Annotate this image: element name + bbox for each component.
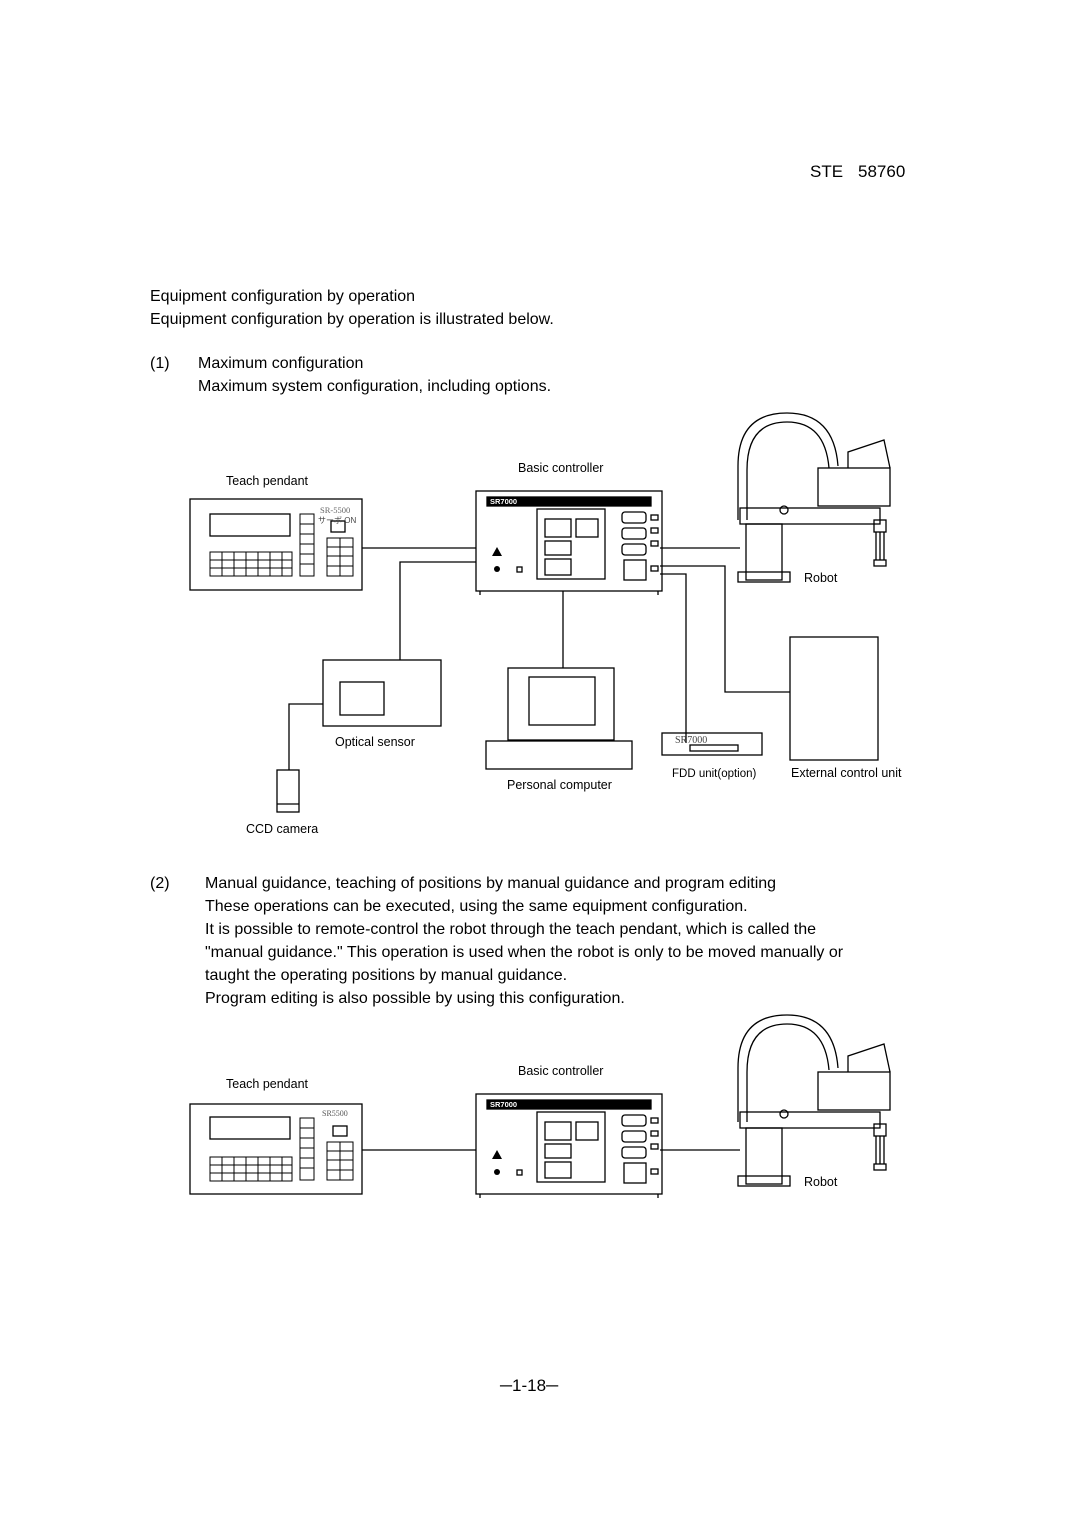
item2-line-3: "manual guidance." This operation is use… [205,944,844,961]
item2-line-5: Program editing is also possible by usin… [205,990,625,1007]
item1-description: Maximum system configuration, including … [198,378,552,395]
teach-pendant-label: Teach pendant [226,474,309,488]
tp-model-text-2: SR5500 [322,1109,348,1118]
optical-sensor-label: Optical sensor [335,735,415,749]
basic-controller-label-2: Basic controller [518,1064,604,1078]
sensor-camera-cable [288,703,323,770]
ccd-camera-label: CCD camera [246,822,319,836]
basic-controller-label: Basic controller [518,461,604,475]
robot-device-2 [737,1014,891,1187]
controller-external-cable [660,565,790,693]
fdd-unit-label: FDD unit(option) [672,768,757,780]
item2-title: Manual guidance, teaching of positions b… [205,875,777,892]
tp-servo-text: サーボ ON [318,516,356,525]
teach-pendant-device-1 [189,498,363,591]
teach-pendant-label-2: Teach pendant [226,1077,309,1091]
page-number: ─1-18─ [500,1376,558,1396]
item1-title: Maximum configuration [198,355,364,372]
section-intro: Equipment configuration by operation is … [150,311,554,328]
fdd-unit-device [661,732,763,756]
teach-pendant-device-2 [189,1103,363,1195]
item2-line-2: It is possible to remote-control the rob… [205,921,817,938]
controller-badge-text-1: SR7000 [490,497,517,506]
tp-model-text-1: SR-5500 [320,505,350,515]
external-control-unit-label: External control unit [791,766,902,780]
controller-badge-text-2: SR7000 [490,1100,517,1109]
item2-number: (2) [150,875,170,892]
controller-sensor-cable [399,561,476,660]
robot-device-1 [737,412,891,583]
page-number-text: 1-18 [512,1376,547,1395]
basic-controller-device-1 [475,490,663,595]
page-dash-right: ─ [546,1376,559,1395]
item1-number: (1) [150,355,170,372]
doc-number: 58760 [858,162,906,181]
basic-controller-device-2 [475,1093,663,1198]
robot-label: Robot [804,571,838,585]
item2-line-1: These operations can be executed, using … [205,898,748,915]
external-control-unit-device [789,636,879,761]
section-title: Equipment configuration by operation [150,288,416,305]
item2-line-4: taught the operating positions by manual… [205,967,568,984]
optical-sensor-device [322,659,442,727]
personal-computer-device [485,667,633,770]
doc-code: STE [810,162,844,181]
robot-label-2: Robot [804,1175,838,1189]
controller-fdd-cable [660,573,687,743]
ccd-camera-device [276,769,300,813]
personal-computer-label: Personal computer [507,778,612,792]
fdd-model-text: SR7000 [675,735,707,746]
page-dash-left: ─ [500,1376,513,1395]
